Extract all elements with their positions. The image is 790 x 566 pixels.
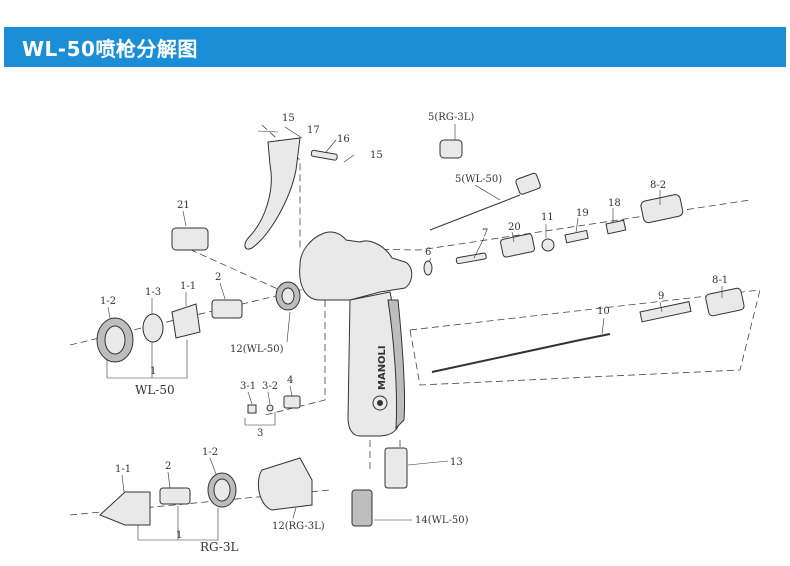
insert-1-1 — [171, 303, 201, 339]
brand-logo-inner-icon — [377, 400, 383, 406]
label-11: 11 — [541, 212, 554, 223]
fitting-14 — [351, 489, 373, 527]
label-16: 16 — [337, 134, 350, 145]
leaders — [106, 124, 723, 541]
cap-21 — [171, 227, 209, 251]
spring-9 — [639, 301, 692, 323]
label-6: 6 — [425, 247, 431, 258]
label-10: 10 — [597, 306, 610, 317]
title-bar: WL-50喷枪分解图 — [4, 27, 786, 67]
part-4 — [283, 395, 301, 409]
fitting-13 — [384, 447, 408, 489]
nozzle-5-wl — [515, 172, 541, 195]
label-3-2: 3-2 — [262, 381, 278, 392]
label-1-2-rg: 1-2 — [202, 447, 218, 458]
label-wl50: WL-50 — [135, 383, 175, 397]
label-18: 18 — [608, 198, 621, 209]
part-3-2 — [266, 404, 274, 412]
label-19: 19 — [576, 208, 589, 219]
label-1-wl: 1 — [150, 366, 156, 377]
nozzle-5-rg — [439, 139, 463, 159]
label-20: 20 — [508, 222, 521, 233]
axis-upper — [261, 124, 751, 251]
label-1-1-wl: 1-1 — [180, 281, 196, 292]
label-3-1: 3-1 — [240, 381, 256, 392]
handle-grip — [387, 299, 406, 430]
cap-1-2-inner — [104, 325, 126, 355]
spring-18 — [605, 219, 627, 235]
label-4: 4 — [287, 375, 293, 386]
cap-12-rg — [257, 457, 313, 511]
valve-20 — [500, 233, 535, 258]
air-cap-seat-inner — [281, 287, 295, 305]
axis-drop — [264, 300, 326, 416]
ring-1-3 — [142, 313, 164, 343]
brand-mark: MANOLI — [377, 345, 388, 390]
ring-11 — [541, 238, 555, 252]
label-15a: 15 — [282, 113, 295, 124]
part-labels: 15 17 16 15 5(RG-3L) 5(WL-50) 8-2 18 19 … — [100, 112, 728, 554]
label-2-wl: 2 — [215, 272, 221, 283]
label-9: 9 — [658, 291, 664, 302]
cap-1-1-rg — [99, 491, 151, 526]
label-14-wl: 14(WL-50) — [415, 515, 469, 526]
gun-body: MANOLI — [275, 231, 413, 437]
label-13: 13 — [450, 457, 463, 468]
label-12-wl: 12(WL-50) — [230, 344, 284, 355]
label-7: 7 — [482, 228, 488, 239]
part-3-1 — [247, 404, 257, 414]
label-12-rg: 12(RG-3L) — [272, 521, 325, 532]
label-5-wl: 5(WL-50) — [455, 174, 502, 185]
axis-rg-cap — [179, 244, 281, 291]
axis-needle — [409, 289, 761, 386]
label-1-rg: 1 — [176, 530, 182, 541]
nozzle-2-rg — [159, 487, 191, 505]
label-21: 21 — [177, 200, 190, 211]
trigger-pin — [310, 149, 338, 161]
gun-head — [299, 231, 413, 301]
needle-10 — [431, 333, 611, 373]
label-5-rg: 5(RG-3L) — [428, 112, 474, 123]
pin-7 — [455, 252, 487, 265]
page-title: WL-50喷枪分解图 — [22, 37, 198, 61]
nozzle-2-wl — [211, 299, 243, 319]
label-17: 17 — [307, 125, 320, 136]
label-8-1: 8-1 — [712, 275, 728, 286]
washer-6 — [423, 260, 433, 276]
needle-5-wl — [429, 194, 521, 231]
fitting-8-1 — [705, 287, 745, 317]
label-1-2-wl: 1-2 — [100, 296, 116, 307]
label-1-1-rg: 1-1 — [115, 464, 131, 475]
label-1-3: 1-3 — [145, 287, 161, 298]
label-15b: 15 — [370, 150, 383, 161]
stem-19 — [564, 229, 589, 244]
label-8-2: 8-2 — [650, 180, 666, 191]
label-3: 3 — [257, 428, 263, 439]
trigger — [244, 137, 301, 250]
ring-1-2-rg-inner — [213, 478, 231, 502]
label-rg3l: RG-3L — [200, 540, 239, 554]
fitting-8-2 — [640, 194, 684, 224]
label-2-rg: 2 — [165, 461, 171, 472]
